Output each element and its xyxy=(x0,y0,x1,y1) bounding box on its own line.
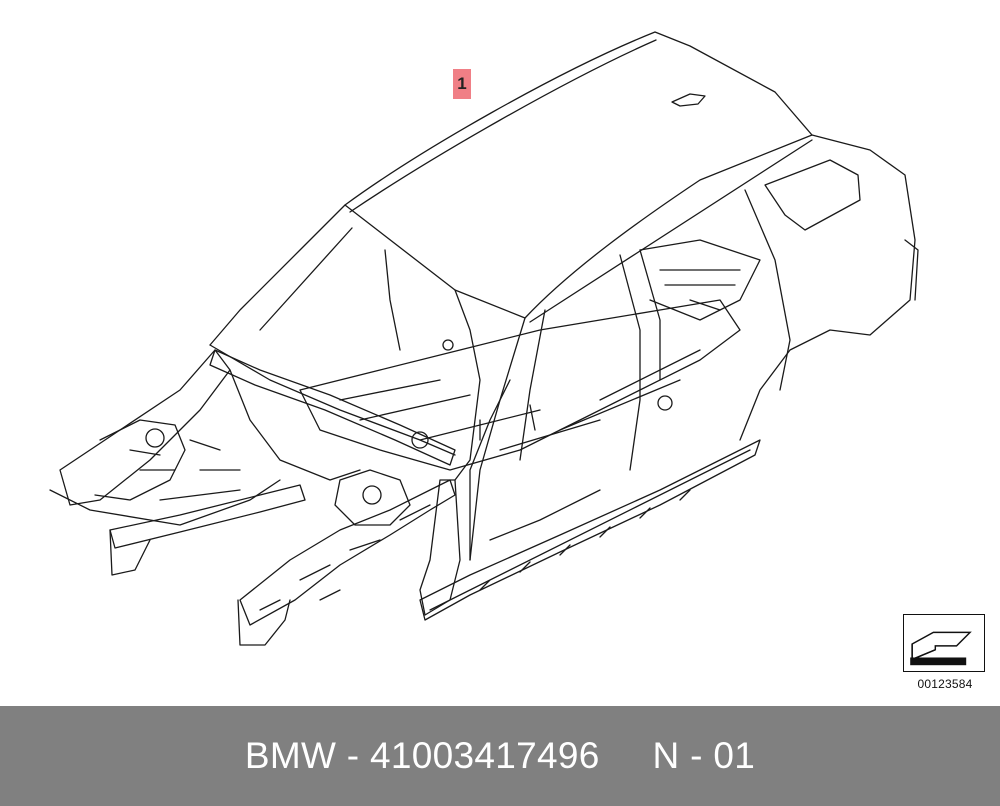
roof-panel xyxy=(344,31,813,319)
floor-pan xyxy=(299,299,741,471)
rear-bumper-mount xyxy=(904,239,919,301)
front-left-inner-details xyxy=(129,439,241,501)
orientation-symbol xyxy=(903,614,985,672)
revision-prefix: N xyxy=(652,735,680,776)
parts-diagram: 1 00123584 xyxy=(49,31,985,691)
part-callout-1: 1 xyxy=(453,69,471,99)
brand-label: BMW xyxy=(244,735,337,776)
rear-floor-detail xyxy=(659,269,741,311)
body-in-white-drawing xyxy=(49,31,919,646)
front-left-strut xyxy=(94,419,186,501)
separator: - xyxy=(336,735,370,776)
front-bumper-beam-left xyxy=(109,484,306,549)
hinge-pillar xyxy=(419,479,461,616)
strut-top-left xyxy=(145,428,165,448)
floor-hole-3 xyxy=(442,339,454,351)
roof-edge-inner xyxy=(349,39,657,213)
rocker-detail xyxy=(429,449,751,611)
windshield-inner xyxy=(259,227,401,351)
a-pillar-right xyxy=(454,289,481,481)
front-left-rail xyxy=(59,349,231,506)
floor-hole-1 xyxy=(411,431,429,449)
spacer xyxy=(600,735,653,776)
a-pillar-left xyxy=(209,204,346,346)
rear-window-frame xyxy=(764,159,861,231)
windshield-lower xyxy=(209,344,456,456)
crash-box-right xyxy=(237,599,291,646)
front-door-opening xyxy=(469,379,601,561)
rear-quarter xyxy=(739,134,916,441)
image-reference-number: 00123584 xyxy=(917,677,973,691)
revision-number: 01 xyxy=(713,735,756,776)
b-pillar xyxy=(469,317,526,561)
sunroof-antenna xyxy=(671,93,706,107)
orientation-arrow-icon xyxy=(910,631,972,666)
strut-top-right xyxy=(362,485,382,505)
crash-box-left xyxy=(109,529,151,576)
bulkhead xyxy=(229,369,361,481)
floor-ribs xyxy=(339,349,701,451)
d-pillar xyxy=(744,189,791,391)
part-number: 41003417496 xyxy=(369,735,600,776)
rear-floor xyxy=(639,239,761,321)
c-pillar-inner xyxy=(639,249,661,381)
roof-rear-edge xyxy=(529,139,813,323)
c-pillar xyxy=(619,254,641,471)
rocker-panel xyxy=(419,439,761,621)
front-right-rail xyxy=(239,479,456,626)
part-info-text: BMW - 41003417496 N - 01 xyxy=(245,735,755,777)
cowl-panel xyxy=(209,349,456,466)
front-left-lower xyxy=(49,479,281,526)
part-info-bar: BMW - 41003417496 N - 01 xyxy=(0,706,1000,806)
front-right-strut xyxy=(334,469,411,526)
separator: - xyxy=(679,735,714,776)
b-pillar-inner xyxy=(519,309,546,461)
floor-hole-2 xyxy=(657,395,673,411)
front-right-details xyxy=(259,504,431,611)
